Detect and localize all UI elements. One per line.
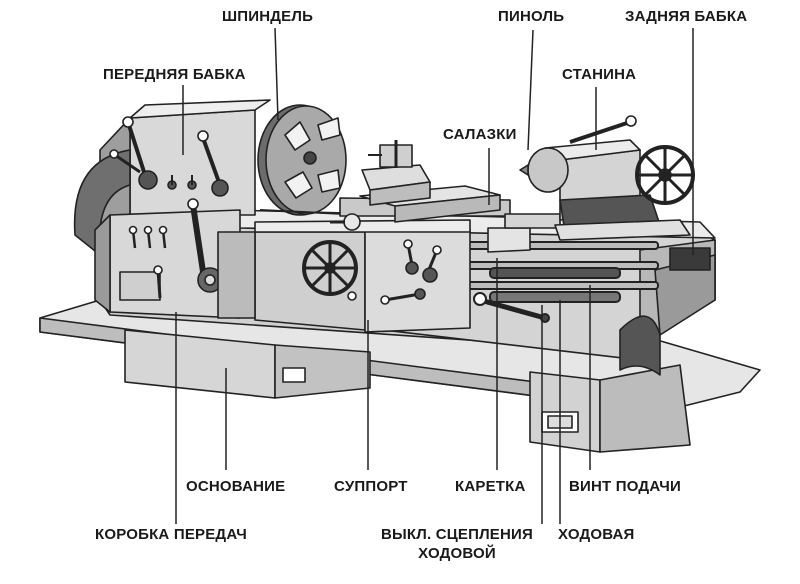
chuck: [257, 104, 347, 216]
label-clutch-line2: ХОДОВОЙ: [418, 545, 496, 562]
apron: [217, 219, 471, 333]
label-slide: САЛАЗКИ: [443, 126, 517, 143]
label-clutch: ВЫКЛ. СЦЕПЛЕНИЯ ХОДОВОЙ: [372, 526, 542, 562]
gearbox: [94, 198, 241, 319]
label-bed: СТАНИНА: [562, 66, 637, 83]
cross-slide: [330, 140, 561, 253]
label-feed-screw: ВИНТ ПОДАЧИ: [569, 478, 681, 495]
label-clutch-line1: ВЫКЛ. СЦЕПЛЕНИЯ: [380, 526, 534, 543]
label-gearbox: КОРОБКА ПЕРЕДАЧ: [95, 526, 247, 543]
label-base: ОСНОВАНИЕ: [186, 478, 286, 495]
label-support: СУППОРТ: [334, 478, 408, 495]
label-headstock: ПЕРЕДНЯЯ БАБКА: [103, 66, 246, 83]
leader-lines: [175, 27, 694, 524]
label-quill: ПИНОЛЬ: [498, 8, 565, 25]
label-spindle: ШПИНДЕЛЬ: [222, 8, 314, 25]
label-lead-shaft: ХОДОВАЯ: [558, 526, 635, 543]
tailstock: [519, 115, 695, 241]
label-tailstock: ЗАДНЯЯ БАБКА: [625, 8, 748, 25]
label-carriage: КАРЕТКА: [455, 478, 526, 495]
